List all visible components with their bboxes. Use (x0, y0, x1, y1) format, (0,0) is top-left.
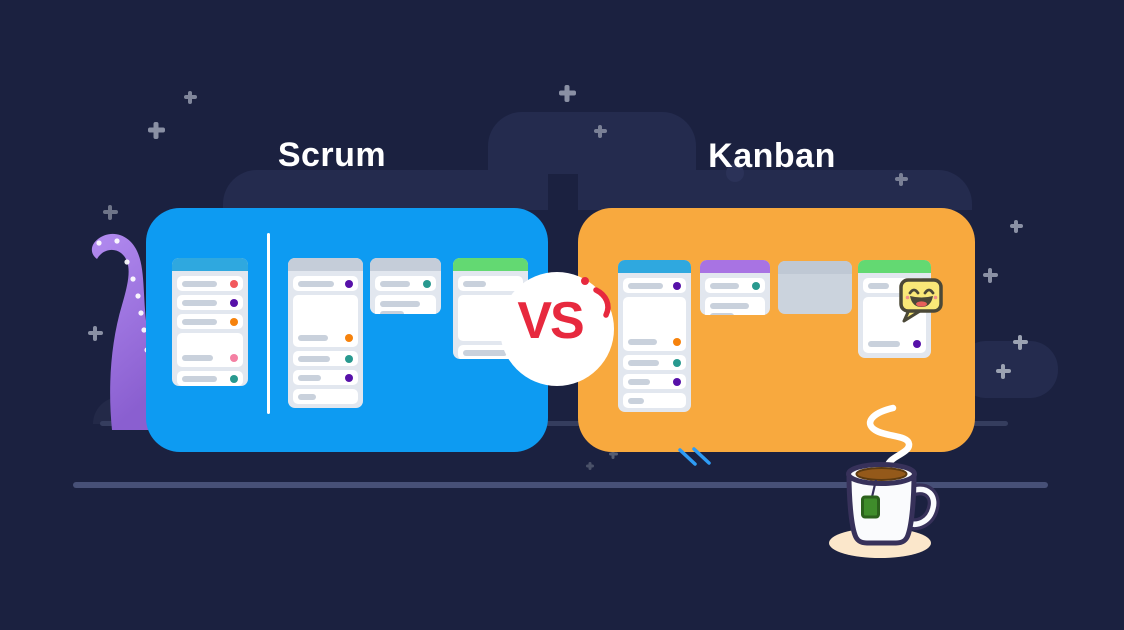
vs-label: VS (517, 292, 584, 350)
plus-icon (87, 325, 103, 341)
column-header (172, 258, 248, 271)
column-header (288, 258, 363, 271)
board-column (778, 261, 852, 314)
saucer-icon (829, 528, 931, 558)
scrum-board (146, 208, 548, 452)
task-card (177, 333, 243, 367)
plus-icon (982, 267, 998, 283)
blob-edge-dot (726, 164, 744, 182)
column-header (700, 260, 770, 273)
scrum-divider (267, 233, 270, 414)
task-card (705, 297, 765, 315)
column-header (618, 260, 691, 273)
board-column (370, 258, 441, 314)
plus-icon (593, 124, 607, 138)
kanban-title: Kanban (708, 137, 836, 175)
column-header (370, 258, 441, 271)
plus-icon (608, 449, 618, 459)
task-card (623, 278, 686, 293)
task-card (177, 371, 243, 386)
plus-icon (558, 84, 576, 102)
task-card (705, 278, 765, 293)
task-card (623, 374, 686, 389)
plus-icon (586, 462, 594, 470)
plus-icon (995, 363, 1011, 379)
horizon-line (73, 482, 1048, 488)
board-column (288, 258, 363, 408)
horizon-line (100, 421, 1008, 426)
task-card (863, 278, 926, 293)
task-card (623, 393, 686, 408)
board-column (858, 260, 931, 358)
task-card (293, 389, 358, 404)
blob-strip-left (223, 170, 548, 210)
ground-mound (93, 397, 150, 424)
plus-icon (147, 121, 165, 139)
plus-icon (894, 172, 908, 186)
task-card (293, 370, 358, 385)
column-header (778, 261, 852, 274)
task-card (375, 295, 436, 314)
task-card (623, 355, 686, 370)
task-card (623, 297, 686, 351)
plus-icon (1012, 334, 1028, 350)
plus-icon (1009, 219, 1023, 233)
plus-icon (102, 204, 118, 220)
vs-badge: VS (500, 272, 614, 386)
board-column (700, 260, 770, 315)
plus-icon (183, 90, 197, 104)
tea-mug-icon (846, 462, 940, 546)
column-header (453, 258, 528, 271)
task-card (458, 276, 523, 291)
board-column (172, 258, 248, 386)
task-card (293, 295, 358, 347)
blob-strip-right (578, 170, 972, 210)
plus-icon (113, 376, 135, 398)
column-header (858, 260, 931, 273)
task-card (293, 276, 358, 291)
task-card (177, 276, 243, 291)
task-card (863, 297, 926, 353)
blob-bridge (488, 112, 696, 174)
task-card (375, 276, 436, 291)
scrum-title: Scrum (277, 136, 387, 174)
board-column (618, 260, 691, 412)
task-card (177, 295, 243, 310)
task-card (177, 314, 243, 329)
task-card (293, 351, 358, 366)
kanban-board (578, 208, 975, 452)
